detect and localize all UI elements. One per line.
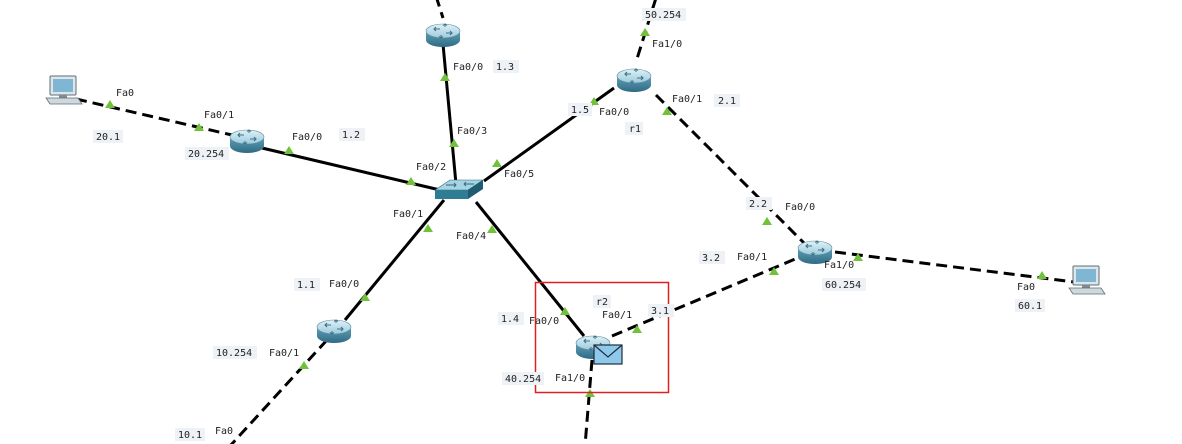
label-r1: r1 bbox=[629, 124, 641, 135]
router-icon bbox=[316, 319, 352, 344]
port-light bbox=[299, 361, 309, 369]
port-light bbox=[1037, 271, 1047, 279]
link-right-router-pc bbox=[834, 250, 1075, 284]
pc-icon bbox=[45, 75, 83, 105]
port-light bbox=[492, 159, 502, 167]
router-icon bbox=[616, 68, 652, 93]
port-light bbox=[105, 100, 115, 108]
envelope-icon[interactable] bbox=[593, 344, 623, 365]
port-light bbox=[640, 28, 650, 36]
label-bl-pc-fa0: Fa0 bbox=[215, 426, 233, 437]
switch[interactable] bbox=[434, 179, 484, 199]
port-light bbox=[360, 293, 370, 301]
label-r2-fa10: Fa1/0 bbox=[555, 373, 585, 384]
selection-box bbox=[534, 281, 670, 394]
label-pc-left-addr: 20.1 bbox=[96, 132, 120, 143]
label-right-pc-fa0: Fa0 bbox=[1017, 282, 1035, 293]
router-left[interactable] bbox=[229, 129, 265, 154]
label-left-router-fa01: Fa0/1 bbox=[204, 110, 234, 121]
label-r2: r2 bbox=[596, 297, 608, 308]
router-bottom-left[interactable] bbox=[316, 319, 352, 344]
label-sw-fa04: Fa0/4 bbox=[456, 231, 486, 242]
link-r2-down bbox=[583, 359, 594, 444]
label-right-router-addr-fa01: 3.2 bbox=[702, 253, 720, 264]
links bbox=[75, 0, 1075, 444]
label-r2-addr-fa01: 3.1 bbox=[651, 306, 669, 317]
port-light bbox=[762, 217, 772, 225]
link-left-pc-router bbox=[75, 97, 233, 137]
label-top-router-fa00: Fa0/0 bbox=[453, 62, 483, 73]
label-bl-pc-addr: 10.1 bbox=[178, 430, 202, 441]
label-r1-fa00: Fa0/0 bbox=[599, 107, 629, 118]
port-light bbox=[440, 73, 450, 81]
pc-right[interactable] bbox=[1068, 265, 1106, 295]
label-right-router-fa01: Fa0/1 bbox=[737, 252, 767, 263]
label-top-fa10: Fa1/0 bbox=[652, 39, 682, 50]
link-top-router-switch bbox=[441, 43, 458, 185]
label-pc-left-fa0: Fa0 bbox=[116, 88, 134, 99]
label-r2-addr-fa00: 1.4 bbox=[501, 314, 519, 325]
label-left-router-fa00: Fa0/0 bbox=[292, 132, 322, 143]
port-light bbox=[284, 146, 294, 154]
link-bl-router-pc bbox=[229, 338, 329, 444]
pc-left[interactable] bbox=[45, 75, 83, 105]
label-bl-router-fa01: Fa0/1 bbox=[269, 348, 299, 359]
label-right-router-net: 60.254 bbox=[825, 280, 861, 291]
label-right-router-addr-fa00: 2.2 bbox=[749, 199, 767, 210]
label-sw-fa03: Fa0/3 bbox=[457, 126, 487, 137]
label-sw-fa05: Fa0/5 bbox=[504, 169, 534, 180]
label-r2-fa01: Fa0/1 bbox=[602, 310, 632, 321]
router-icon bbox=[229, 129, 265, 154]
label-top-net: 50.254 bbox=[645, 10, 681, 21]
label-r2-fa00: Fa0/0 bbox=[529, 316, 559, 327]
label-r1-fa01: Fa0/1 bbox=[672, 94, 702, 105]
link-r1-up bbox=[634, 0, 657, 63]
label-r1-addr-fa00: 1.5 bbox=[571, 105, 589, 116]
link-r2-right-router bbox=[611, 255, 801, 338]
router-top[interactable] bbox=[425, 23, 461, 48]
label-right-router-fa00: Fa0/0 bbox=[785, 202, 815, 213]
link-r1-right-router bbox=[654, 93, 808, 247]
label-bl-router-fa00: Fa0/0 bbox=[329, 279, 359, 290]
label-bl-router-addr: 1.1 bbox=[297, 280, 315, 291]
label-r2-net: 40.254 bbox=[505, 374, 541, 385]
label-sw-fa01: Fa0/1 bbox=[393, 209, 423, 220]
label-sw-fa02: Fa0/2 bbox=[416, 162, 446, 173]
label-top-router-addr: 1.3 bbox=[496, 62, 514, 73]
link-top-router-up bbox=[435, 0, 445, 19]
label-left-router-addr: 1.2 bbox=[342, 130, 360, 141]
label-r1-addr-fa01: 2.1 bbox=[718, 96, 736, 107]
label-left-router-net: 20.254 bbox=[188, 149, 224, 160]
label-bl-router-net: 10.254 bbox=[216, 348, 252, 359]
switch-icon bbox=[434, 179, 484, 199]
label-right-pc-addr: 60.1 bbox=[1018, 301, 1042, 312]
label-right-router-fa10: Fa1/0 bbox=[824, 260, 854, 271]
router-icon bbox=[425, 23, 461, 48]
labels: 50.254 Fa1/0 1.5 Fa0/0 Fa0/1 2.1 r1 Fa0/… bbox=[93, 8, 1045, 441]
pc-icon bbox=[1068, 265, 1106, 295]
router-r1[interactable] bbox=[616, 68, 652, 93]
